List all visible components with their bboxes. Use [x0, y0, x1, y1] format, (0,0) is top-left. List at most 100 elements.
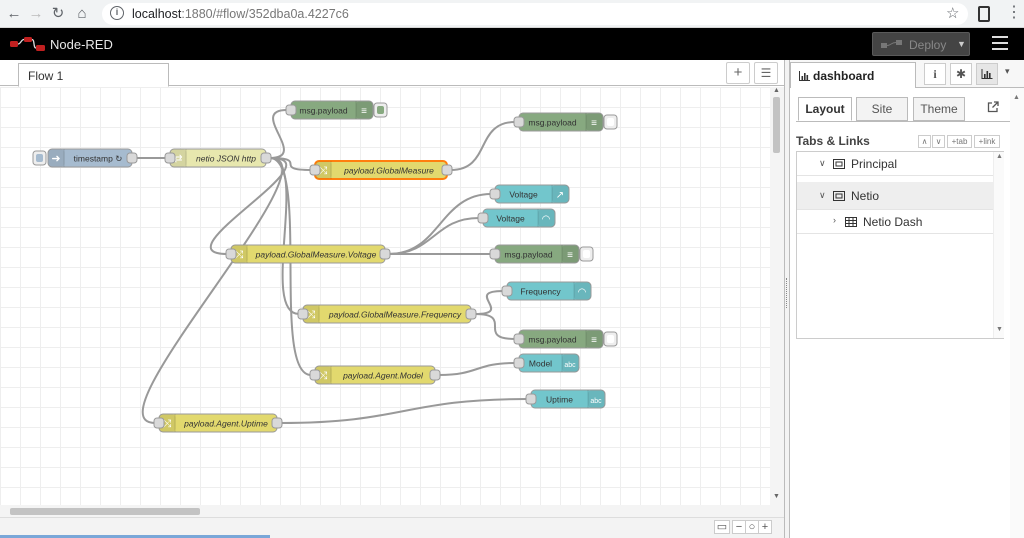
tree-item-principal[interactable]: ∨ Principal [797, 152, 993, 176]
inject-arrow-icon: ➜ [51, 153, 60, 165]
node-red-logo-icon [10, 37, 45, 51]
home-icon[interactable]: ⌂ [77, 5, 87, 22]
main-menu-icon[interactable] [992, 36, 1008, 50]
reload-icon[interactable]: ↻ [51, 5, 65, 22]
shuffle-icon: ⤨ [319, 370, 328, 382]
url-text[interactable]: localhost:1880/#flow/352dba0a.4227c6 [132, 7, 349, 21]
wire-cM-model[interactable] [438, 362, 516, 376]
wire-cV-vgauge[interactable] [388, 217, 480, 255]
site-info-icon[interactable]: i [110, 6, 124, 20]
flow-node-cGM[interactable]: ⤨ payload.GlobalMeasure [309, 160, 453, 180]
flow-node-label-cV: payload.GlobalMeasure.Voltage [255, 250, 377, 260]
zoom-in-button[interactable]: + [758, 520, 772, 534]
gauge-icon: ◠ [578, 287, 587, 298]
extension-icon[interactable] [978, 6, 990, 22]
shuffle-icon: ⤨ [163, 418, 172, 430]
sidebar-tabs-menu-caret-icon[interactable]: ▾ [1005, 66, 1010, 76]
navigator-map-icon[interactable]: ▭ [714, 520, 730, 534]
tab-theme[interactable]: Theme [913, 97, 965, 121]
workspace-footer: ▭ − ○ + [0, 517, 784, 538]
flow-node-vchart[interactable]: ↗Voltage [489, 184, 570, 204]
flow-node-label-cM: payload.Agent.Model [342, 371, 424, 381]
flow-canvas[interactable]: ➜timestamp ↻⇄netio JSON http≡msg.payload… [0, 87, 770, 505]
sidebar-scrollbar[interactable]: ▲ [1010, 88, 1024, 538]
zoom-out-button[interactable]: − [732, 520, 746, 534]
bookmark-star-icon[interactable]: ☆ [946, 5, 960, 22]
flow-node-label-dbg4: msg.payload [528, 335, 576, 345]
flow-node-cM[interactable]: ⤨ payload.Agent.Model [309, 365, 441, 385]
tree-scrollbar[interactable]: ▲▼ [993, 152, 1004, 338]
flow-node-label-vgauge: Voltage [496, 214, 525, 224]
flow-node-label-cF: payload.GlobalMeasure.Frequency [328, 310, 462, 320]
flow-diagram[interactable]: ➜timestamp ↻⇄netio JSON http≡msg.payload… [0, 87, 770, 505]
flow-node-vgauge[interactable]: ◠Voltage [477, 208, 556, 228]
group-table-icon [845, 217, 857, 227]
text-abc-icon: abc [590, 398, 602, 405]
debug-bug-icon[interactable]: ✱ [950, 63, 972, 85]
tab-flow-1[interactable]: Flow 1 [18, 63, 169, 87]
chart-icon: ↗ [556, 190, 564, 201]
shuffle-icon: ⤨ [307, 309, 316, 321]
canvas-horizontal-scrollbar[interactable] [0, 505, 784, 517]
flow-node-cV[interactable]: ⤨payload.GlobalMeasure.Voltage [225, 244, 391, 264]
sidebar-separator[interactable] [784, 60, 790, 538]
tree-item-netio-dash[interactable]: › Netio Dash [797, 210, 993, 234]
nodes[interactable]: ➜timestamp ↻⇄netio JSON http≡msg.payload… [32, 100, 618, 433]
canvas-vertical-scrollbar[interactable]: ▲▼ [770, 87, 784, 505]
flow-node-label-model: Model [529, 359, 552, 369]
flow-node-uptime[interactable]: abc Uptime [525, 389, 606, 409]
list-icon: ≡ [361, 106, 367, 117]
wire-cV-vchart[interactable] [388, 193, 492, 255]
flow-node-label-dbg3: msg.payload [504, 250, 552, 260]
wire-cGM-dbg2[interactable] [450, 121, 516, 171]
wire-cF-fgauge[interactable] [474, 290, 504, 315]
open-dashboard-external-link-icon[interactable] [987, 101, 999, 113]
flow-list-icon[interactable]: ☰ [754, 62, 778, 84]
wire-http-dbg1[interactable] [269, 109, 288, 159]
wire-cU-uptime[interactable] [280, 398, 528, 424]
chevron-down-icon[interactable]: ∨ [819, 190, 826, 200]
tree-item-netio[interactable]: ∨ Netio [797, 182, 993, 210]
info-icon[interactable]: i [924, 63, 946, 85]
flow-node-http[interactable]: ⇄netio JSON http [164, 148, 272, 168]
shuffle-icon: ⤨ [319, 165, 328, 177]
wire-http-cU[interactable] [141, 157, 284, 424]
flow-node-fgauge[interactable]: ◠Frequency [501, 281, 592, 301]
wire-cF-dbg4[interactable] [474, 313, 516, 340]
add-link-button[interactable]: +link [974, 135, 1000, 148]
tabs-links-heading: Tabs & Links [796, 134, 870, 148]
flow-node-dbg1[interactable]: ≡msg.payload [285, 100, 388, 120]
deploy-button[interactable]: Deploy ▼ [872, 32, 970, 56]
tab-site[interactable]: Site [856, 97, 908, 121]
browser-menu-icon[interactable]: ⋮ [1006, 4, 1022, 21]
dashboard-chart-icon[interactable] [976, 63, 998, 85]
forward-arrow-icon[interactable]: → [28, 5, 44, 22]
address-bar[interactable]: i localhost:1880/#flow/352dba0a.4227c6 [102, 3, 968, 25]
flow-node-dbg3[interactable]: ≡msg.payload [489, 244, 594, 264]
wire-http-cV[interactable] [209, 157, 288, 255]
flow-node-label-uptime: Uptime [546, 395, 573, 405]
expand-all-button[interactable]: ∨ [932, 135, 945, 148]
flow-node-ts[interactable]: ➜ timestamp ↻ [32, 148, 138, 168]
sidebar-tab-dashboard[interactable]: dashboard [790, 62, 916, 89]
flow-node-label-ts: timestamp ↻ [74, 154, 123, 164]
chevron-right-icon[interactable]: › [833, 215, 836, 225]
add-tab-button[interactable]: +tab [947, 135, 972, 148]
sidebar-tabs: dashboard i ✱ ▾ [790, 60, 1024, 89]
flow-node-cU[interactable]: ⤨payload.Agent.Uptime [153, 413, 283, 433]
flow-node-dbg2[interactable]: ≡msg.payload [513, 112, 618, 132]
tab-icon [833, 191, 845, 201]
dashboard-panel: Layout Site Theme Tabs & Links ∧ ∨ +tab … [790, 88, 1024, 538]
deploy-dropdown-caret-icon[interactable]: ▼ [957, 39, 966, 49]
flow-node-dbg4[interactable]: ≡msg.payload [513, 329, 618, 349]
flow-node-cF[interactable]: ⤨ payload.GlobalMeasure.Frequency [297, 304, 477, 324]
collapse-all-button[interactable]: ∧ [918, 135, 931, 148]
add-flow-button[interactable]: + [726, 62, 750, 84]
tab-layout[interactable]: Layout [798, 97, 852, 121]
back-arrow-icon[interactable]: ← [6, 5, 22, 22]
chevron-down-icon[interactable]: ∨ [819, 158, 826, 168]
zoom-reset-button[interactable]: ○ [745, 520, 759, 534]
flow-node-label-cGM: payload.GlobalMeasure [343, 166, 434, 176]
wires [136, 109, 528, 424]
